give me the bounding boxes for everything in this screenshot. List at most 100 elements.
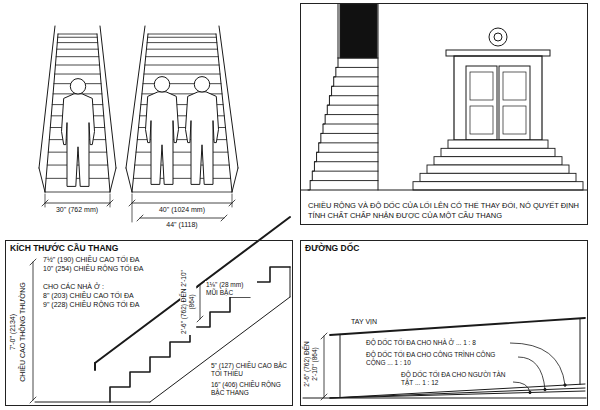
stair-step	[148, 34, 216, 35]
dimension-tick	[42, 200, 48, 206]
stair-step	[334, 76, 378, 77]
door-leaf	[466, 66, 497, 140]
extension-line	[45, 194, 46, 207]
door-panel	[470, 106, 493, 134]
stair-step	[336, 67, 378, 68]
stair-step	[317, 152, 378, 153]
nosing-note: 1⅛" (28 mm) MŨI BẬC	[205, 281, 257, 297]
door-panel	[503, 72, 526, 100]
stair-step	[55, 65, 99, 66]
stair-stringer	[132, 34, 148, 192]
dimension-tick	[30, 397, 36, 403]
person-head	[70, 79, 85, 94]
handrail-height: 2'-6" (762) ĐẾN 2'-10" (864)	[303, 332, 319, 396]
stair-step	[310, 180, 378, 181]
extension-line	[232, 194, 233, 207]
stair-step	[45, 192, 110, 193]
dimension-note: CHO CÁC NHÀ Ở :	[42, 283, 105, 291]
person-figure	[186, 92, 219, 184]
caption-panel: CHIỀU RỘNG VÀ ĐỘ DỐC CỦA LỐI LÊN CÓ THỂ …	[300, 3, 588, 225]
stair-step	[327, 105, 378, 106]
stair-step	[144, 74, 220, 75]
handrail	[95, 217, 290, 363]
dimension-note: 10" (254) CHIỀU RỘNG TỐI ĐA	[42, 265, 144, 273]
dimension-tick	[107, 200, 113, 206]
entrance-step	[427, 165, 569, 173]
stair-step	[145, 65, 219, 66]
stair-step	[132, 192, 232, 193]
dimension-line	[140, 218, 224, 219]
stair-step	[332, 86, 378, 87]
dark-opening	[340, 4, 377, 58]
stair-stringer	[216, 34, 232, 192]
door-leaf	[499, 66, 530, 140]
panel-heading: ĐƯỜNG DỐC	[304, 243, 360, 254]
handrail-return	[94, 363, 96, 370]
entrance-step	[448, 140, 548, 148]
panel-caption: CHIỀU RỘNG VÀ ĐỘ DỐC CỦA LỐI LÊN CÓ THỂ …	[307, 201, 581, 220]
lamp-inner	[494, 33, 502, 41]
stair-step	[135, 165, 230, 166]
dimension-tick	[229, 200, 235, 206]
dimension-note: 16" (406) CHIỀU RỘNG BẬC THANG	[210, 381, 292, 397]
dimension-tick	[321, 333, 327, 339]
entrance-step	[413, 182, 583, 190]
dimension-line	[33, 262, 34, 400]
person-figure	[62, 94, 95, 186]
dimension-note: 8" (203) CHIỀU CAO TỐI ĐA	[42, 292, 135, 300]
ramp-line	[330, 388, 585, 398]
stair-railing	[100, 26, 116, 168]
railing-post	[232, 168, 238, 192]
stair-step	[321, 133, 378, 134]
entrance-step	[434, 157, 562, 165]
stair-step	[58, 34, 97, 35]
slope-leader-dot	[529, 391, 531, 393]
dimension-tick	[197, 282, 203, 288]
stair-step	[323, 124, 378, 125]
dimension-text: 40" (1024 mm)	[158, 206, 206, 214]
stair-end	[290, 267, 291, 297]
stair-edge	[308, 58, 338, 190]
dimension-tick	[137, 215, 143, 221]
stair-step	[146, 56, 219, 57]
entrance-step	[441, 148, 555, 156]
dimension-line	[132, 203, 232, 204]
stair-step	[55, 74, 101, 75]
stair-railing	[39, 26, 55, 168]
slope-note: ĐỘ DỐC TỐI ĐA CHO CÔNG TRÌNH CÔNG CỘNG .…	[365, 351, 517, 367]
handrail-height: 2'-6" (762) ĐẾN 2'-10" (864)	[180, 269, 196, 335]
stair-step	[147, 42, 217, 43]
door-panel	[503, 106, 526, 134]
stair-step	[319, 142, 378, 143]
dimension-line	[200, 285, 201, 319]
handrail-label: TAY VỊN	[350, 318, 378, 326]
railing-post	[110, 168, 116, 192]
door-frame	[454, 56, 542, 140]
dimension-note: 7½" (190) CHIỀU CAO TỐI ĐA	[42, 256, 141, 264]
dimension-tick	[221, 215, 227, 221]
dimension-text: 30" (762 mm)	[55, 206, 99, 214]
stair-step	[57, 42, 97, 43]
stair-step	[56, 56, 99, 57]
stair-step	[146, 49, 217, 50]
stair-railing	[219, 26, 238, 168]
dimension-tick	[197, 316, 203, 322]
slope-note: ĐỘ DỐC TỐI ĐA CHO NGƯỜI TÀN TẬT ... 1 : …	[400, 371, 512, 387]
extension-line	[132, 194, 133, 222]
stair-step	[136, 152, 228, 153]
stair-step	[325, 114, 378, 115]
slope-leader-dot	[544, 388, 546, 390]
door-cornice	[446, 50, 550, 56]
stair-step	[148, 37, 217, 38]
stair-step	[58, 37, 98, 38]
person-figure	[146, 92, 179, 184]
stair-step	[312, 171, 378, 172]
dimension-text: 44" (1118)	[165, 221, 198, 229]
wall-edge	[338, 4, 339, 58]
person-head	[154, 77, 169, 92]
stair-railing	[126, 26, 145, 168]
slope-leader	[510, 343, 565, 385]
dimension-note: 9" (228) CHIỀU RỘNG TỐI ĐA	[42, 301, 141, 309]
stair-step	[133, 178, 230, 179]
